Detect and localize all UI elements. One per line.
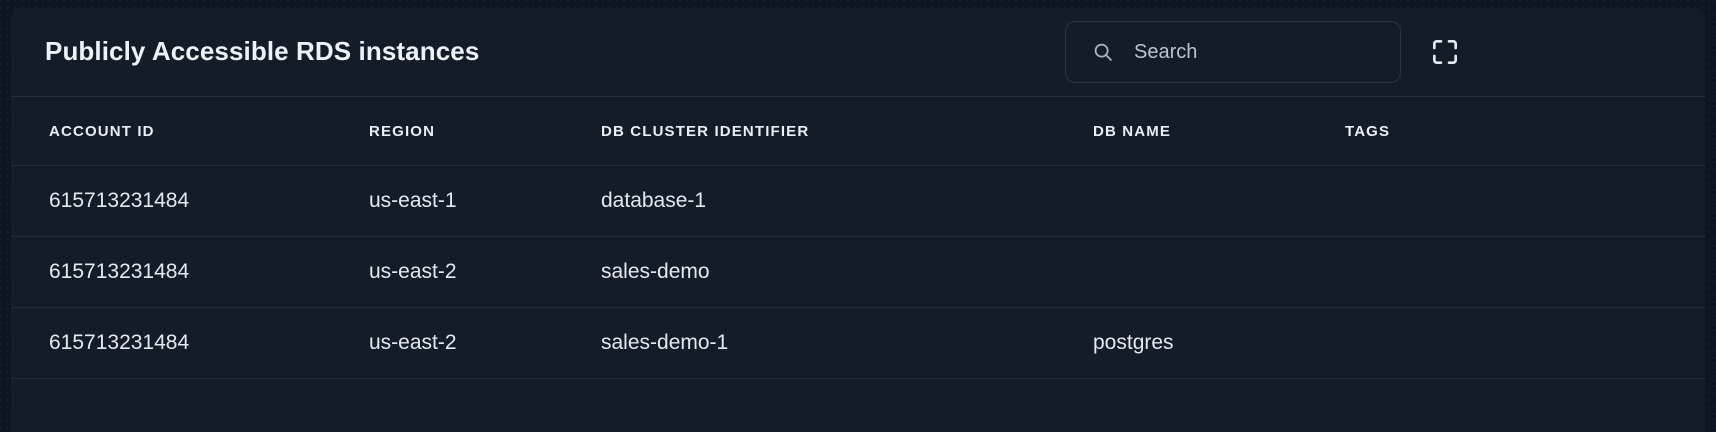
more-options-button[interactable] xyxy=(1495,36,1517,68)
table-body: 615713231484 us-east-1 database-1 615713… xyxy=(11,165,1705,379)
cell-account-id: 615713231484 xyxy=(11,236,367,308)
column-header-tags[interactable]: TAGS xyxy=(1343,97,1705,166)
search-icon xyxy=(1094,43,1112,61)
cell-region: us-east-2 xyxy=(367,236,599,308)
table-row[interactable]: 615713231484 us-east-1 database-1 xyxy=(11,165,1705,237)
cell-tags xyxy=(1343,307,1705,379)
page-title: Publicly Accessible RDS instances xyxy=(45,36,480,66)
table-head: ACCOUNT ID REGION DB CLUSTER IDENTIFIER … xyxy=(11,97,1705,166)
cell-db-name xyxy=(1091,236,1343,308)
search-box[interactable] xyxy=(1065,21,1401,83)
cell-region: us-east-2 xyxy=(367,307,599,379)
column-header-db-name[interactable]: DB NAME xyxy=(1091,97,1343,166)
table-row[interactable]: 615713231484 us-east-2 sales-demo xyxy=(11,236,1705,308)
expand-button[interactable] xyxy=(1429,36,1461,68)
card-header: Publicly Accessible RDS instances xyxy=(11,8,1705,97)
expand-icon xyxy=(1433,40,1457,64)
cell-db-cluster-identifier: database-1 xyxy=(599,165,1091,237)
cell-db-cluster-identifier: sales-demo xyxy=(599,236,1091,308)
column-header-account-id[interactable]: ACCOUNT ID xyxy=(11,97,367,166)
table-row[interactable]: 615713231484 us-east-2 sales-demo-1 post… xyxy=(11,307,1705,379)
cell-db-name xyxy=(1091,165,1343,237)
search-input[interactable] xyxy=(1134,40,1399,64)
cell-db-name: postgres xyxy=(1091,307,1343,379)
rds-instances-table: ACCOUNT ID REGION DB CLUSTER IDENTIFIER … xyxy=(11,97,1705,379)
cell-account-id: 615713231484 xyxy=(11,307,367,379)
column-header-db-cluster-identifier[interactable]: DB CLUSTER IDENTIFIER xyxy=(599,97,1091,166)
cell-account-id: 615713231484 xyxy=(11,165,367,237)
column-header-region[interactable]: REGION xyxy=(367,97,599,166)
cell-region: us-east-1 xyxy=(367,165,599,237)
cell-db-cluster-identifier: sales-demo-1 xyxy=(599,307,1091,379)
publicly-accessible-rds-instances-card: Publicly Accessible RDS instances xyxy=(11,8,1705,432)
cell-tags xyxy=(1343,165,1705,237)
table-header-row: ACCOUNT ID REGION DB CLUSTER IDENTIFIER … xyxy=(11,97,1705,166)
cell-tags xyxy=(1343,236,1705,308)
